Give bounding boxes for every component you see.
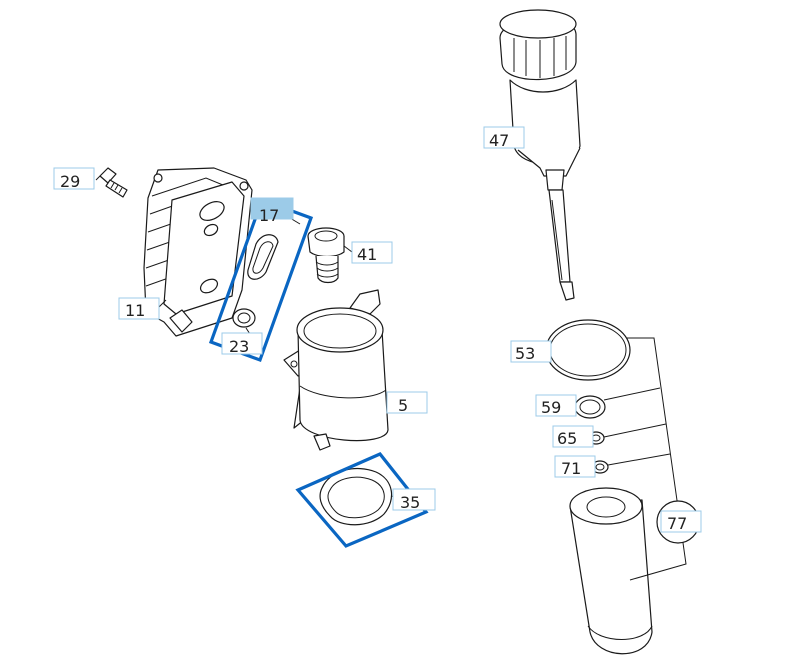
- callout-17[interactable]: 17: [250, 197, 294, 225]
- callout-53[interactable]: 53: [510, 340, 552, 363]
- highlight-frame-35: [295, 452, 429, 548]
- gasket-part-17[interactable]: [247, 234, 279, 280]
- callout-label: 5: [398, 396, 408, 415]
- callout-35[interactable]: 35: [392, 488, 436, 512]
- filter-element-part-77[interactable]: [569, 487, 653, 655]
- filter-housing-part-5[interactable]: [283, 289, 389, 451]
- callout-label: 65: [557, 429, 577, 448]
- o-ring-part-35[interactable]: [319, 467, 393, 526]
- callout-label: 41: [357, 245, 377, 264]
- callout-label: 77: [667, 514, 687, 533]
- oil-cooler-part-11[interactable]: [143, 167, 253, 337]
- callout-29[interactable]: 29: [53, 167, 95, 191]
- callout-5[interactable]: 5: [386, 391, 428, 415]
- callout-label: 71: [561, 459, 581, 478]
- o-ring-part-53[interactable]: [545, 319, 631, 381]
- callout-41[interactable]: 41: [351, 241, 393, 264]
- callout-11[interactable]: 11: [118, 297, 160, 320]
- callout-label: 59: [541, 398, 561, 417]
- callout-47[interactable]: 47: [483, 126, 525, 150]
- callout-label: 29: [60, 172, 80, 191]
- kit-bracket-lines: [603, 337, 687, 581]
- callout-label: 11: [125, 301, 145, 320]
- fitting-part-41[interactable]: [307, 227, 345, 284]
- callout-label: 53: [515, 344, 535, 363]
- o-ring-part-59[interactable]: [574, 395, 606, 419]
- callout-label: 17: [259, 206, 279, 225]
- callout-label: 23: [229, 337, 249, 356]
- callout-59[interactable]: 59: [535, 394, 577, 417]
- callout-71[interactable]: 71: [554, 455, 596, 478]
- callout-77[interactable]: 77: [660, 510, 702, 533]
- highlight-frame-17-23: [208, 197, 314, 363]
- callout-65[interactable]: 65: [552, 425, 594, 448]
- callout-label: 35: [400, 493, 420, 512]
- bolt-part-29[interactable]: [99, 167, 128, 198]
- callout-23[interactable]: 23: [221, 332, 263, 356]
- seal-ring-part-23[interactable]: [232, 308, 256, 328]
- filter-cap-part-47[interactable]: [499, 9, 581, 301]
- callout-label: 47: [489, 131, 509, 150]
